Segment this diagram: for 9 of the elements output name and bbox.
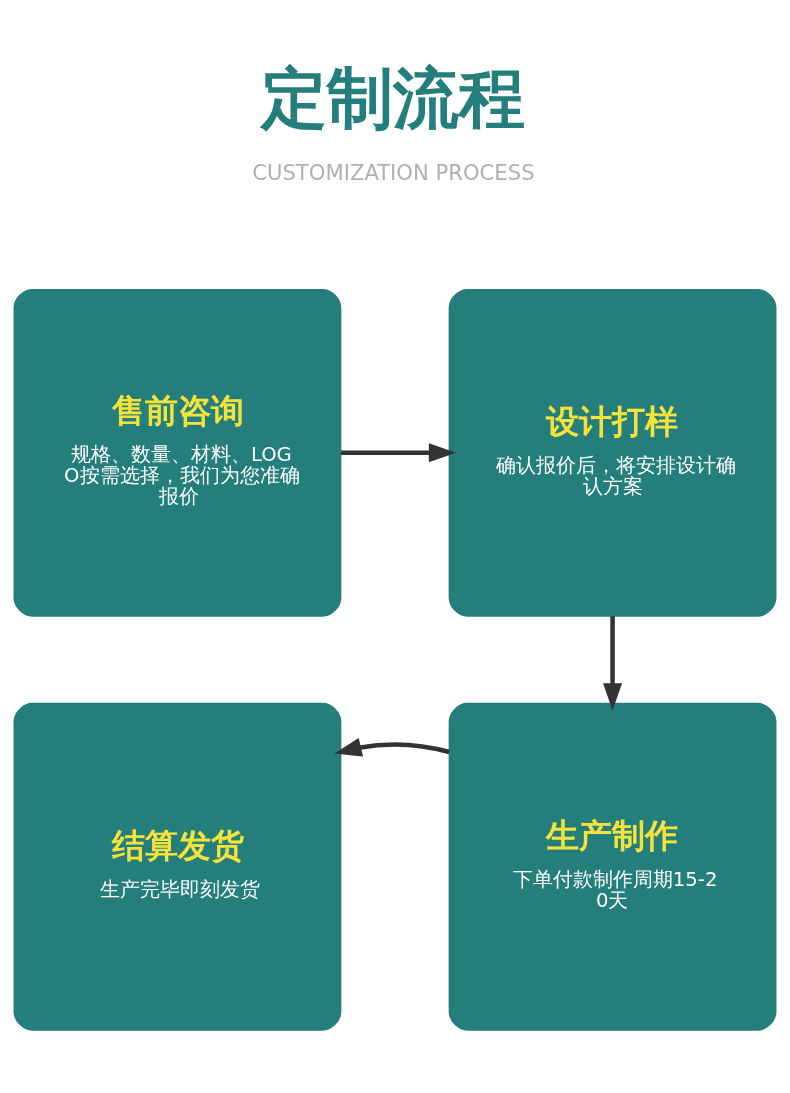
- arrow: [334, 738, 450, 757]
- node-box: 生产制作 下单付款制作周期15-20天: [448, 702, 777, 1031]
- arrow: [341, 443, 457, 463]
- node-box: 设计打样 确认报价后，将安排设计确认方案: [448, 288, 777, 617]
- node-box: 结算发货 生产完毕即刻发货: [13, 702, 342, 1031]
- diagram-title: 定制流程: [260, 58, 525, 137]
- label: CUSTOMIZATION PROCESS: [252, 160, 535, 186]
- node-box: 售前咨询 规格、数量、材料、LOGO按需选择，我们为您准确报价: [13, 288, 342, 617]
- arrow: [603, 616, 623, 711]
